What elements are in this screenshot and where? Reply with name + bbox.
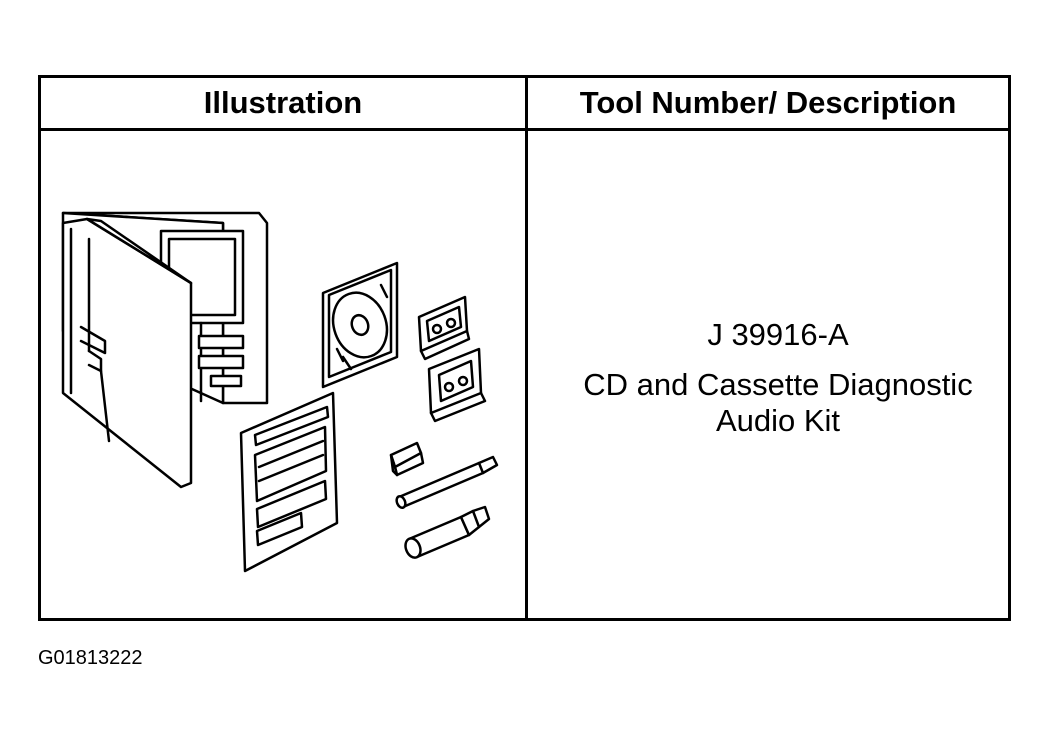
adapter-plug-icon [404,505,491,559]
connector-block-icon [389,441,425,477]
audio-kit-illustration [61,211,499,573]
figure-id: G01813222 [38,647,143,669]
instruction-sheet-icon [239,391,339,573]
test-probe-icon [395,455,499,510]
compact-disc-icon [321,261,399,389]
tool-description: CD and Cassette Diagnostic Audio Kit [583,367,973,438]
binder-case-icon [61,211,269,489]
tool-table: Illustration Tool Number/ Description [38,75,1011,621]
cassette-tape-icon [417,295,471,361]
tool-number: J 39916-A [707,317,849,352]
illustration-cell [41,131,525,618]
header-tool-number-description: Tool Number/ Description [579,85,957,120]
header-illustration: Illustration [203,85,363,120]
cassette-tape-icon [427,347,487,423]
description-cell: J 39916-A CD and Cassette Diagnostic Aud… [528,131,1008,618]
column-divider [525,78,528,618]
table-header-row: Illustration Tool Number/ Description [41,78,1008,131]
